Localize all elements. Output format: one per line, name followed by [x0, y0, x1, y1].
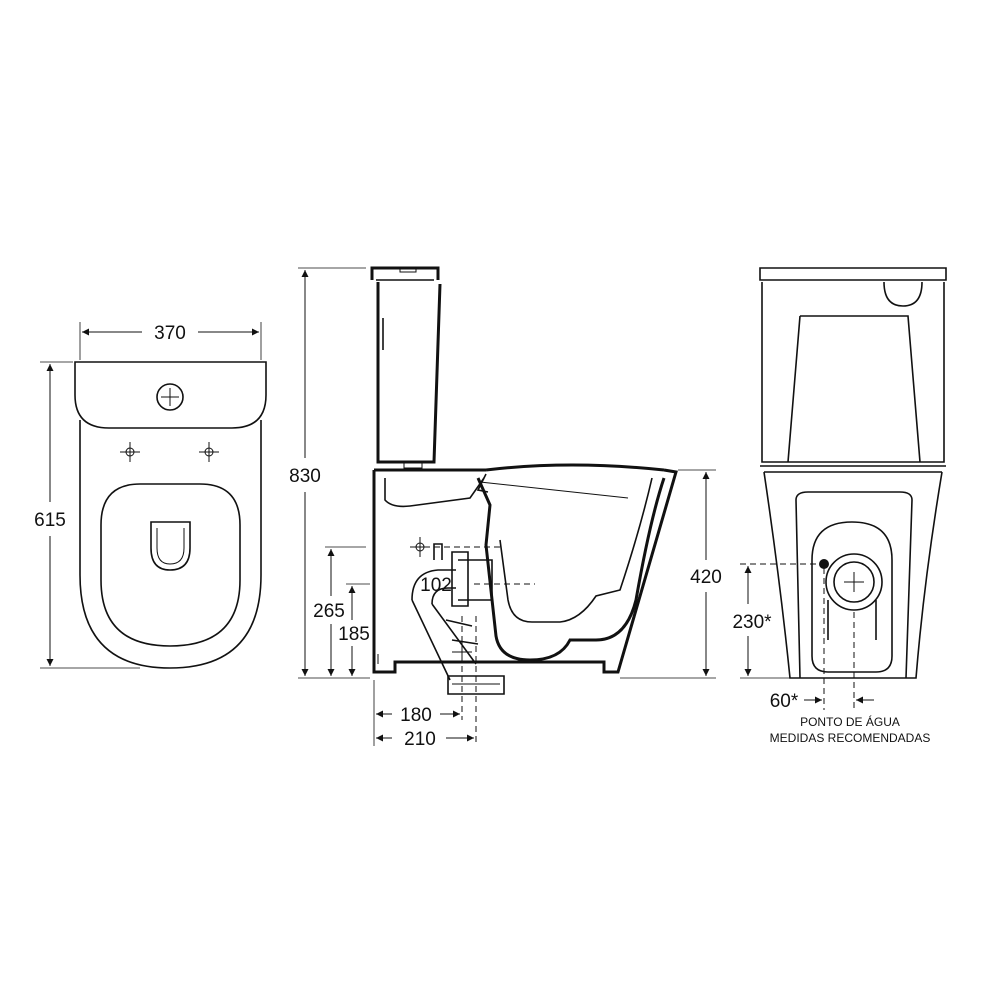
- bowl-top-outline: [79, 420, 262, 669]
- bowl-inner: [476, 477, 666, 662]
- seat-opening: [150, 521, 191, 571]
- top-view: 370 615: [34, 322, 267, 669]
- seat-outline: [100, 483, 241, 647]
- rear-outlet-pipe: [825, 553, 883, 611]
- fixing-hole-left-icon: [120, 442, 140, 462]
- note-line-1: PONTO DE ÁGUA: [800, 714, 900, 729]
- dim-height-265: 265: [313, 601, 345, 622]
- dim-water-60: 60*: [770, 691, 799, 712]
- dim-depth-615: 615: [34, 510, 66, 531]
- dim-height-420: 420: [690, 567, 722, 588]
- dim-width-370: 370: [154, 323, 186, 344]
- bowl-back: [763, 471, 943, 679]
- dim-outlet-102: 102: [420, 575, 452, 596]
- dim-height-830: 830: [289, 466, 321, 487]
- tank-body: [376, 282, 442, 464]
- flush-button-icon: [156, 383, 184, 411]
- dim-offset-180: 180: [400, 705, 432, 726]
- bowl-outer: [372, 468, 678, 674]
- rear-outlet-center-icon: [844, 572, 864, 592]
- dim-offset-210: 210: [404, 729, 436, 750]
- tank-top-outline: [74, 361, 267, 429]
- dim-height-185: 185: [338, 624, 370, 645]
- water-point-icon: [819, 559, 829, 569]
- rear-opening: [811, 521, 893, 673]
- fixing-hole-right-icon: [199, 442, 219, 462]
- tank-lid-back: [759, 267, 947, 281]
- note-line-2: MEDIDAS RECOMENDADAS: [770, 731, 931, 745]
- dim-water-230: 230*: [732, 612, 772, 633]
- tank-body-back: [761, 282, 945, 463]
- side-view: 102 830 265 185 420 180 210: [289, 266, 722, 750]
- back-view: 230* 60* PONTO DE ÁGUA MEDIDAS RECOMENDA…: [732, 267, 947, 745]
- tank-lid: [370, 266, 440, 280]
